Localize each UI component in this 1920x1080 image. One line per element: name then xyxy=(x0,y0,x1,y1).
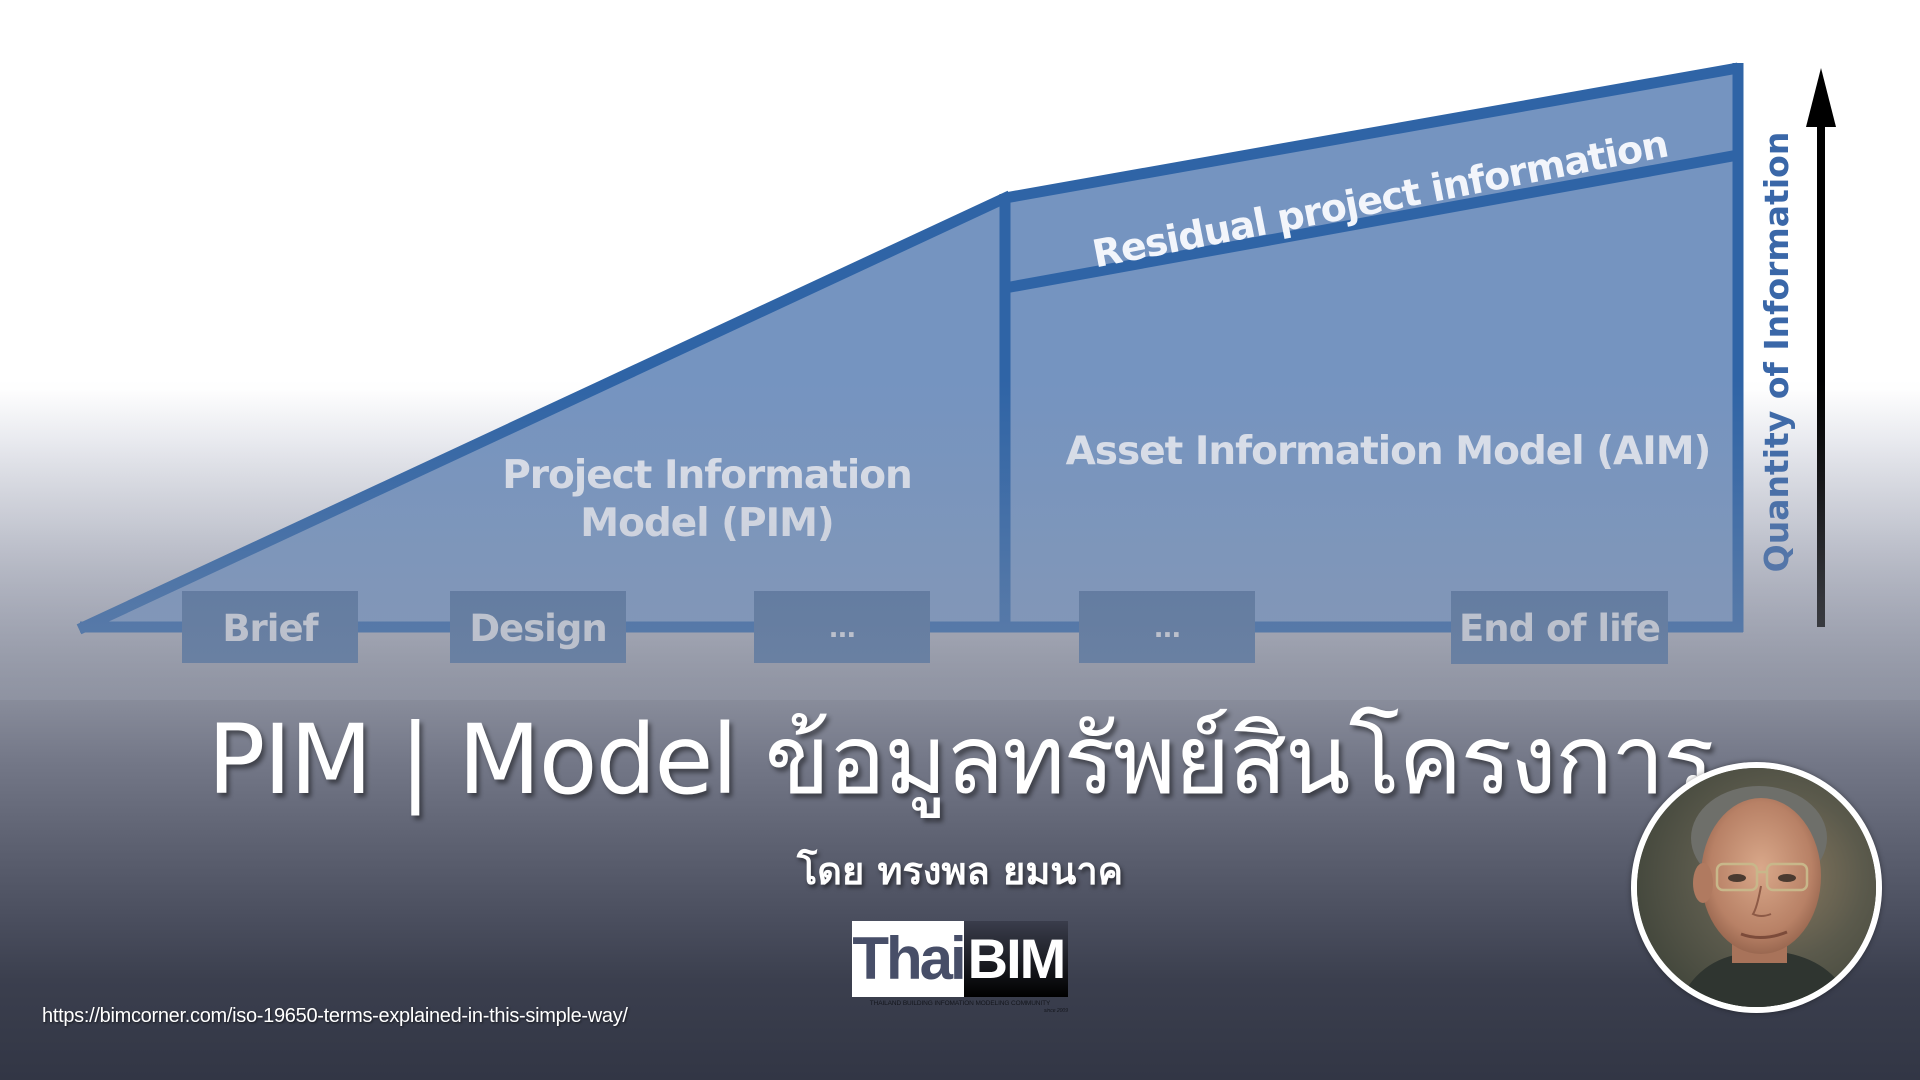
title-main: Model ข้อมูลทรัพย์สินโครงการ xyxy=(457,704,1715,816)
source-url-link[interactable]: https://bimcorner.com/iso-19650-terms-ex… xyxy=(42,1005,628,1027)
author-byline: โดย ทรงพล ยมนาค xyxy=(796,849,1124,893)
title-prefix: PIM xyxy=(207,704,373,816)
residual-divider-line xyxy=(1004,149,1739,294)
portrait-image xyxy=(1637,768,1876,1007)
quantity-arrow-head-icon xyxy=(1806,68,1836,127)
page-title: PIM | Model ข้อมูลทรัพย์สินโครงการ xyxy=(0,700,1920,820)
logo-thai-text: Thai xyxy=(852,921,967,997)
stage-brief: Brief xyxy=(182,591,358,663)
title-separator: | xyxy=(399,704,431,816)
quantity-axis-label: Quantity of Information xyxy=(1757,131,1796,573)
pim-label-line1: Project Information xyxy=(502,453,913,498)
diagram-shapes xyxy=(76,62,1836,635)
aim-region xyxy=(1005,68,1738,627)
pim-label: Project Information Model (PIM) xyxy=(498,452,916,548)
logo-tagline: THAILAND BUILDING INFOMATION MODELING CO… xyxy=(869,1000,1051,1007)
information-model-diagram: Project Information Model (PIM) Asset In… xyxy=(0,0,1920,700)
aim-top-line xyxy=(1004,62,1739,204)
stage-ellipsis-1: ... xyxy=(754,591,930,663)
pim-slope-line xyxy=(76,190,1013,635)
pim-label-line2: Model (PIM) xyxy=(580,501,834,546)
logo-since: since 2009 xyxy=(1043,1008,1068,1014)
stage-ellipsis-2: ... xyxy=(1079,591,1255,663)
stage-end-of-life: End of life xyxy=(1451,591,1668,664)
stage-design: Design xyxy=(450,591,626,663)
logo-bim-text: BIM xyxy=(964,921,1068,997)
aim-label: Asset Information Model (AIM) xyxy=(1065,429,1712,474)
author-avatar xyxy=(1631,762,1882,1013)
thaibim-logo: Thai BIM THAILAND BUILDING INFOMATION MO… xyxy=(852,921,1068,1014)
